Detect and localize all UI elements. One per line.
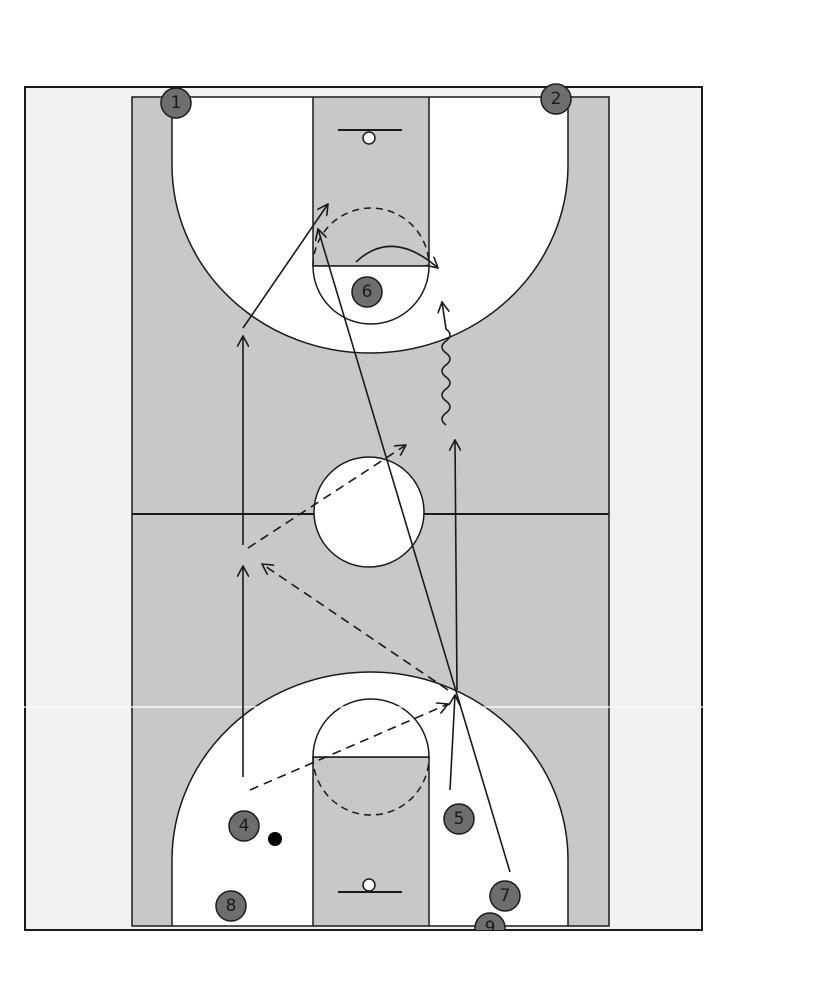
pass-4-to-5: [249, 704, 448, 791]
pass-lines: [247, 445, 449, 791]
player-9: 9: [474, 912, 506, 938]
player-6-label: 6: [362, 282, 373, 302]
movement-lines: [242, 204, 511, 873]
pass-4-ahead: [247, 445, 406, 549]
player-7: 7: [489, 880, 521, 912]
cut-5-upper: [455, 440, 457, 691]
player-2: 2: [540, 83, 572, 115]
bottom-ft-circle-dashed: [312, 756, 430, 816]
top-key: [312, 97, 430, 267]
player-1-label: 1: [171, 93, 182, 113]
long-pass-7: [318, 229, 511, 873]
center-circle: [313, 456, 425, 568]
player-9-label: 9: [485, 918, 496, 938]
player-8-label: 8: [226, 896, 237, 916]
bottom-rim: [362, 878, 376, 892]
player-8: 8: [215, 890, 247, 922]
player-5-label: 5: [454, 809, 465, 829]
player-4-label: 4: [239, 816, 250, 836]
top-rim: [362, 131, 376, 145]
player-6: 6: [351, 276, 383, 308]
player-5: 5: [443, 803, 475, 835]
cut-5: [450, 695, 455, 791]
pass-5-to-4: [262, 564, 449, 691]
player-7-label: 7: [500, 886, 511, 906]
bottom-ft-circle-solid: [312, 698, 430, 758]
dribble-path: [442, 302, 451, 426]
ball: [268, 832, 282, 846]
bottom-key: [312, 756, 430, 926]
curl-6: [355, 245, 438, 268]
player-1: 1: [160, 87, 192, 119]
player-4: 4: [228, 810, 260, 842]
cut-4-to-basket: [242, 204, 328, 329]
player-2-label: 2: [551, 89, 562, 109]
